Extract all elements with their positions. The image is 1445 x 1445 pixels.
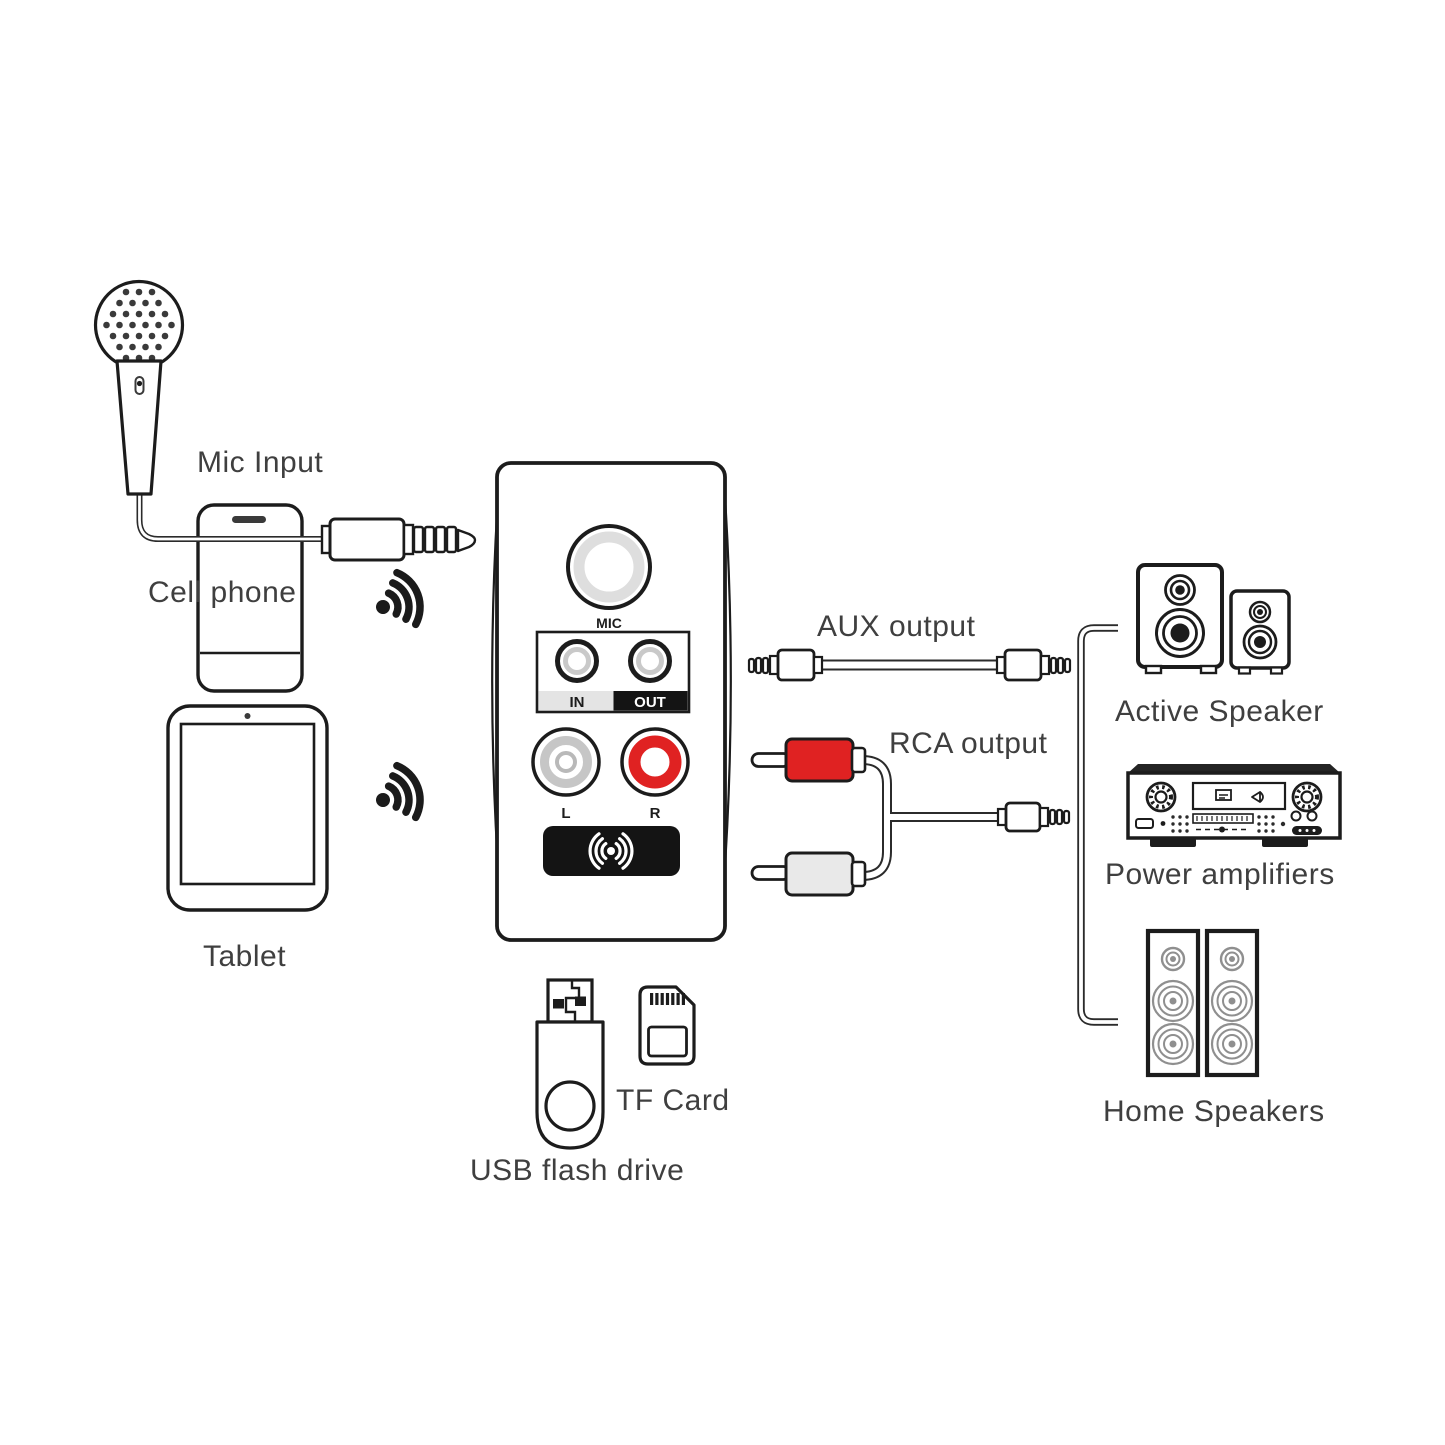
aux-cable-icon — [747, 648, 1072, 682]
jack-out-label: OUT — [634, 694, 666, 711]
rca-sockets: L R — [531, 727, 690, 822]
home-speakers-label: Home Speakers — [1103, 1095, 1325, 1128]
active-speaker-icon — [1136, 563, 1291, 675]
microphone-icon — [93, 279, 322, 542]
mic-port-label: MIC — [596, 615, 622, 631]
home-speakers-icon — [1145, 928, 1260, 1078]
nfc-signal-icon — [543, 826, 680, 876]
phone-speaker-slot — [232, 516, 266, 523]
aux-plug-icon — [320, 517, 477, 562]
usb-flash-drive-icon — [535, 978, 605, 1150]
rca-plug-red — [750, 737, 867, 783]
adapter-device: MIC IN OUT L R — [491, 461, 732, 942]
usb-flash-drive-label: USB flash drive — [470, 1154, 685, 1187]
output-group-bracket — [1077, 624, 1118, 1026]
rca-right-label: R — [650, 805, 661, 822]
cell-phone-icon — [196, 503, 304, 693]
tablet-icon — [166, 704, 329, 912]
active-speaker-label: Active Speaker — [1115, 695, 1324, 728]
in-strip — [538, 691, 614, 711]
mic-input-label: Mic Input — [197, 446, 324, 479]
mic-port: MIC — [566, 524, 652, 631]
rca-left-label: L — [561, 805, 570, 822]
tablet-label: Tablet — [203, 940, 287, 973]
cell-phone-label: Cell phone — [148, 576, 297, 609]
power-amplifier-icon — [1126, 764, 1342, 847]
tf-card-pins — [650, 993, 685, 1005]
rca-output-label: RCA output — [889, 727, 1048, 760]
jack-in-label: IN — [570, 694, 585, 711]
tf-card-label: TF Card — [616, 1084, 730, 1117]
tf-card-icon — [638, 985, 696, 1066]
rca-cable-icon — [750, 737, 1071, 897]
out-strip — [613, 691, 688, 711]
power-amplifiers-label: Power amplifiers — [1105, 858, 1335, 891]
tablet-camera-dot — [244, 713, 251, 719]
aux-output-label: AUX output — [817, 610, 976, 643]
rca-plug-white — [750, 851, 867, 897]
wireless-signal-icon — [376, 568, 424, 629]
in-out-panel: IN OUT — [535, 630, 691, 714]
rca-right-red-ring — [628, 735, 682, 789]
wireless-signal-icon — [376, 761, 424, 822]
